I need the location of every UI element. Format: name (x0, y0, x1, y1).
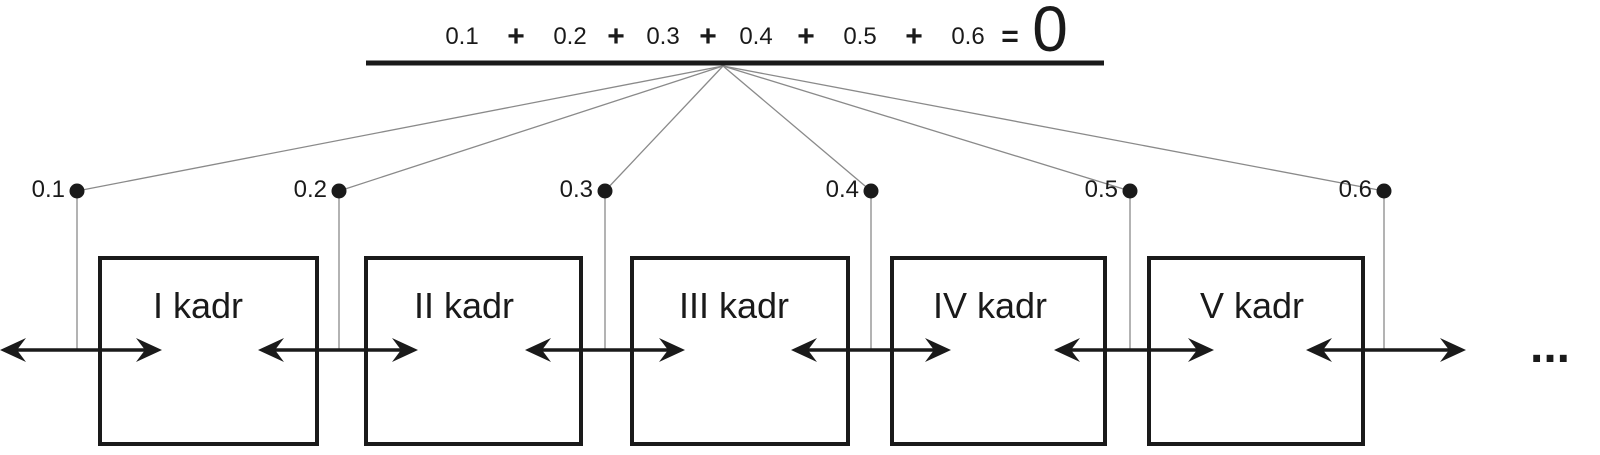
node-dot (1122, 183, 1138, 199)
equation-term: 0.3 (646, 23, 679, 50)
nodes: 0.1 0.2 0.3 0.4 0.5 0.6 (32, 176, 1392, 203)
double-arrow (1054, 338, 1214, 362)
arrowhead (791, 338, 817, 362)
equation-term: 0.6 (951, 23, 984, 50)
double-arrow (525, 338, 685, 362)
fan-line (76, 65, 724, 192)
arrowhead (1188, 338, 1214, 362)
node-label: 0.3 (560, 176, 593, 203)
frame-box (98, 256, 319, 446)
frame-box (890, 256, 1107, 446)
node-label: 0.2 (294, 176, 327, 203)
double-arrow (1306, 338, 1466, 362)
frame-box (1147, 256, 1365, 446)
arrowhead (525, 338, 551, 362)
arrowhead (1054, 338, 1080, 362)
equation-term: 0.2 (553, 23, 586, 50)
arrowhead (1440, 338, 1466, 362)
frame-label: I kadr (153, 285, 243, 326)
node-label: 0.6 (1339, 176, 1372, 203)
equation-term: 0.5 (843, 23, 876, 50)
equation-equals: = (1001, 20, 1019, 53)
equation-plus: + (607, 20, 625, 53)
equation-plus: + (507, 20, 525, 53)
frame-box (364, 256, 583, 446)
equation-plus: + (905, 20, 923, 53)
connector-lines (76, 65, 1385, 350)
frame-boxes (98, 256, 1365, 446)
frame-label: III kadr (679, 285, 789, 326)
equation-plus: + (699, 20, 717, 53)
node-dot (1376, 183, 1392, 199)
arrowhead (0, 338, 26, 362)
arrow-chain (0, 338, 1466, 362)
arrowhead (659, 338, 685, 362)
arrowhead (1306, 338, 1332, 362)
fan-line (722, 65, 1131, 192)
frame-labels: I kadr II kadr III kadr IV kadr V kadr (153, 285, 1304, 326)
arrowhead (925, 338, 951, 362)
frame-label: II kadr (414, 285, 514, 326)
fan-line (338, 65, 724, 192)
frame-label: IV kadr (933, 285, 1047, 326)
double-arrow (791, 338, 951, 362)
node-label: 0.1 (32, 176, 65, 203)
node-dot (331, 183, 347, 199)
arrowhead (258, 338, 284, 362)
sum-equation: 0.1 + 0.2 + 0.3 + 0.4 + 0.5 + 0.6 = 0 (366, 0, 1104, 66)
fan-line (722, 65, 1385, 192)
frame-box (630, 256, 850, 446)
double-arrow (258, 338, 418, 362)
node-dot (69, 183, 85, 199)
frame-label: V kadr (1200, 285, 1304, 326)
equation-term: 0.4 (739, 23, 772, 50)
node-dot (597, 183, 613, 199)
node-dot (863, 183, 879, 199)
equation-term: 0.1 (445, 23, 478, 50)
equation-plus: + (797, 20, 815, 53)
equation-result: 0 (1032, 0, 1068, 65)
arrowhead (136, 338, 162, 362)
double-arrow (0, 338, 162, 362)
continuation-ellipsis: ... (1530, 320, 1570, 373)
node-label: 0.5 (1085, 176, 1118, 203)
arrowhead (392, 338, 418, 362)
fan-line (604, 65, 724, 192)
node-label: 0.4 (826, 176, 859, 203)
fan-line (722, 65, 872, 192)
